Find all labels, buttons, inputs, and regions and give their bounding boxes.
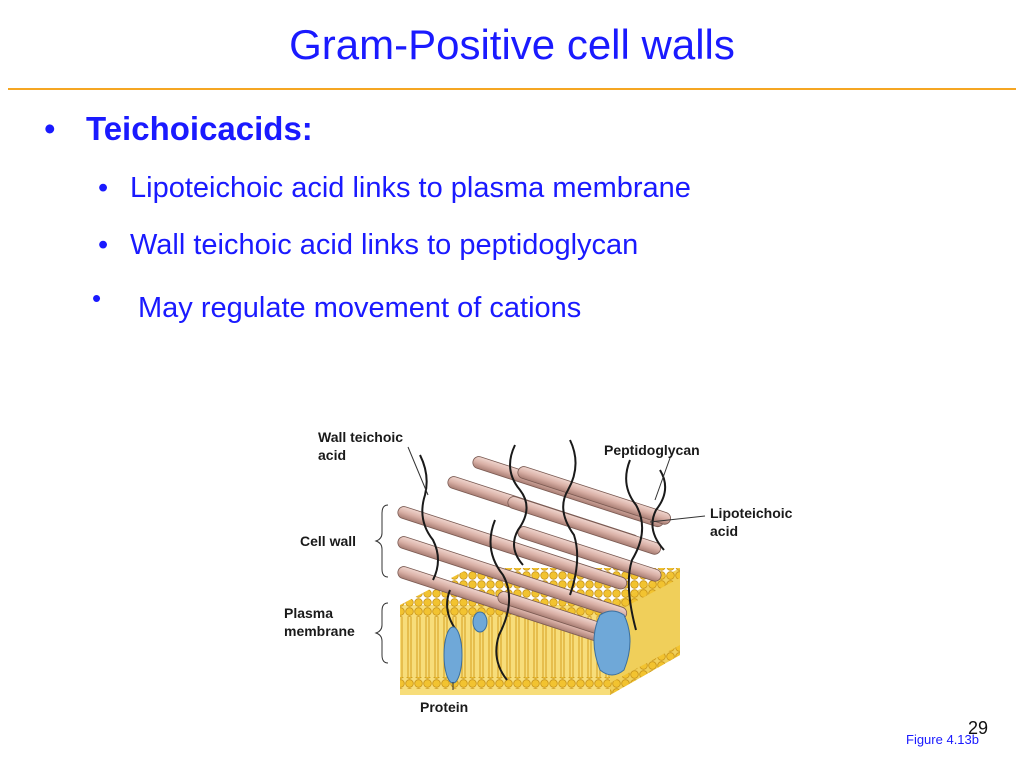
bullet-icon: • <box>92 283 102 313</box>
label-peptidoglycan: Peptidoglycan <box>604 442 700 458</box>
label-plasma-membrane-line2: membrane <box>284 623 355 639</box>
title-divider <box>8 88 1016 90</box>
bullet-icon: • <box>98 229 109 261</box>
membrane-proteins <box>443 610 631 684</box>
cell-wall-diagram: Wall teichoic acid Peptidoglycan Lipotei… <box>284 429 793 715</box>
peptidoglycan-rods <box>397 456 672 647</box>
sub-bullet-wall-teichoic: • Wall teichoic acid links to peptidogly… <box>98 229 638 262</box>
label-lipoteichoic-acid-line2: acid <box>710 523 738 539</box>
figure-reference: Figure 4.13b <box>906 732 979 747</box>
label-leaders <box>374 446 706 690</box>
bullet-text: May regulate movement of cations <box>138 292 582 324</box>
page-number: 29 <box>968 718 989 738</box>
bullet-teichoic-acids: • Teichoicacids: <box>44 110 313 148</box>
sub-bullet-lipoteichoic: • Lipoteichoic acid links to plasma memb… <box>98 172 691 205</box>
label-wall-teichoic-acid-line2: acid <box>318 447 346 463</box>
bullet-icon: • <box>44 110 56 147</box>
label-protein: Protein <box>420 699 468 715</box>
label-wall-teichoic-acid: Wall teichoic <box>318 429 403 445</box>
bullet-text: Lipoteichoic acid links to plasma membra… <box>130 172 691 204</box>
bullet-icon: • <box>98 172 109 204</box>
label-lipoteichoic-acid: Lipoteichoic <box>710 505 793 521</box>
bullet-text: Wall teichoic acid links to peptidoglyca… <box>130 229 639 261</box>
label-plasma-membrane: Plasma <box>284 605 333 621</box>
bullet-text: Teichoicacids: <box>86 110 313 147</box>
label-cell-wall: Cell wall <box>300 533 356 549</box>
slide-title: Gram-Positive cell walls <box>289 21 735 68</box>
sub-bullet-cations: • May regulate movement of cations <box>92 283 582 325</box>
